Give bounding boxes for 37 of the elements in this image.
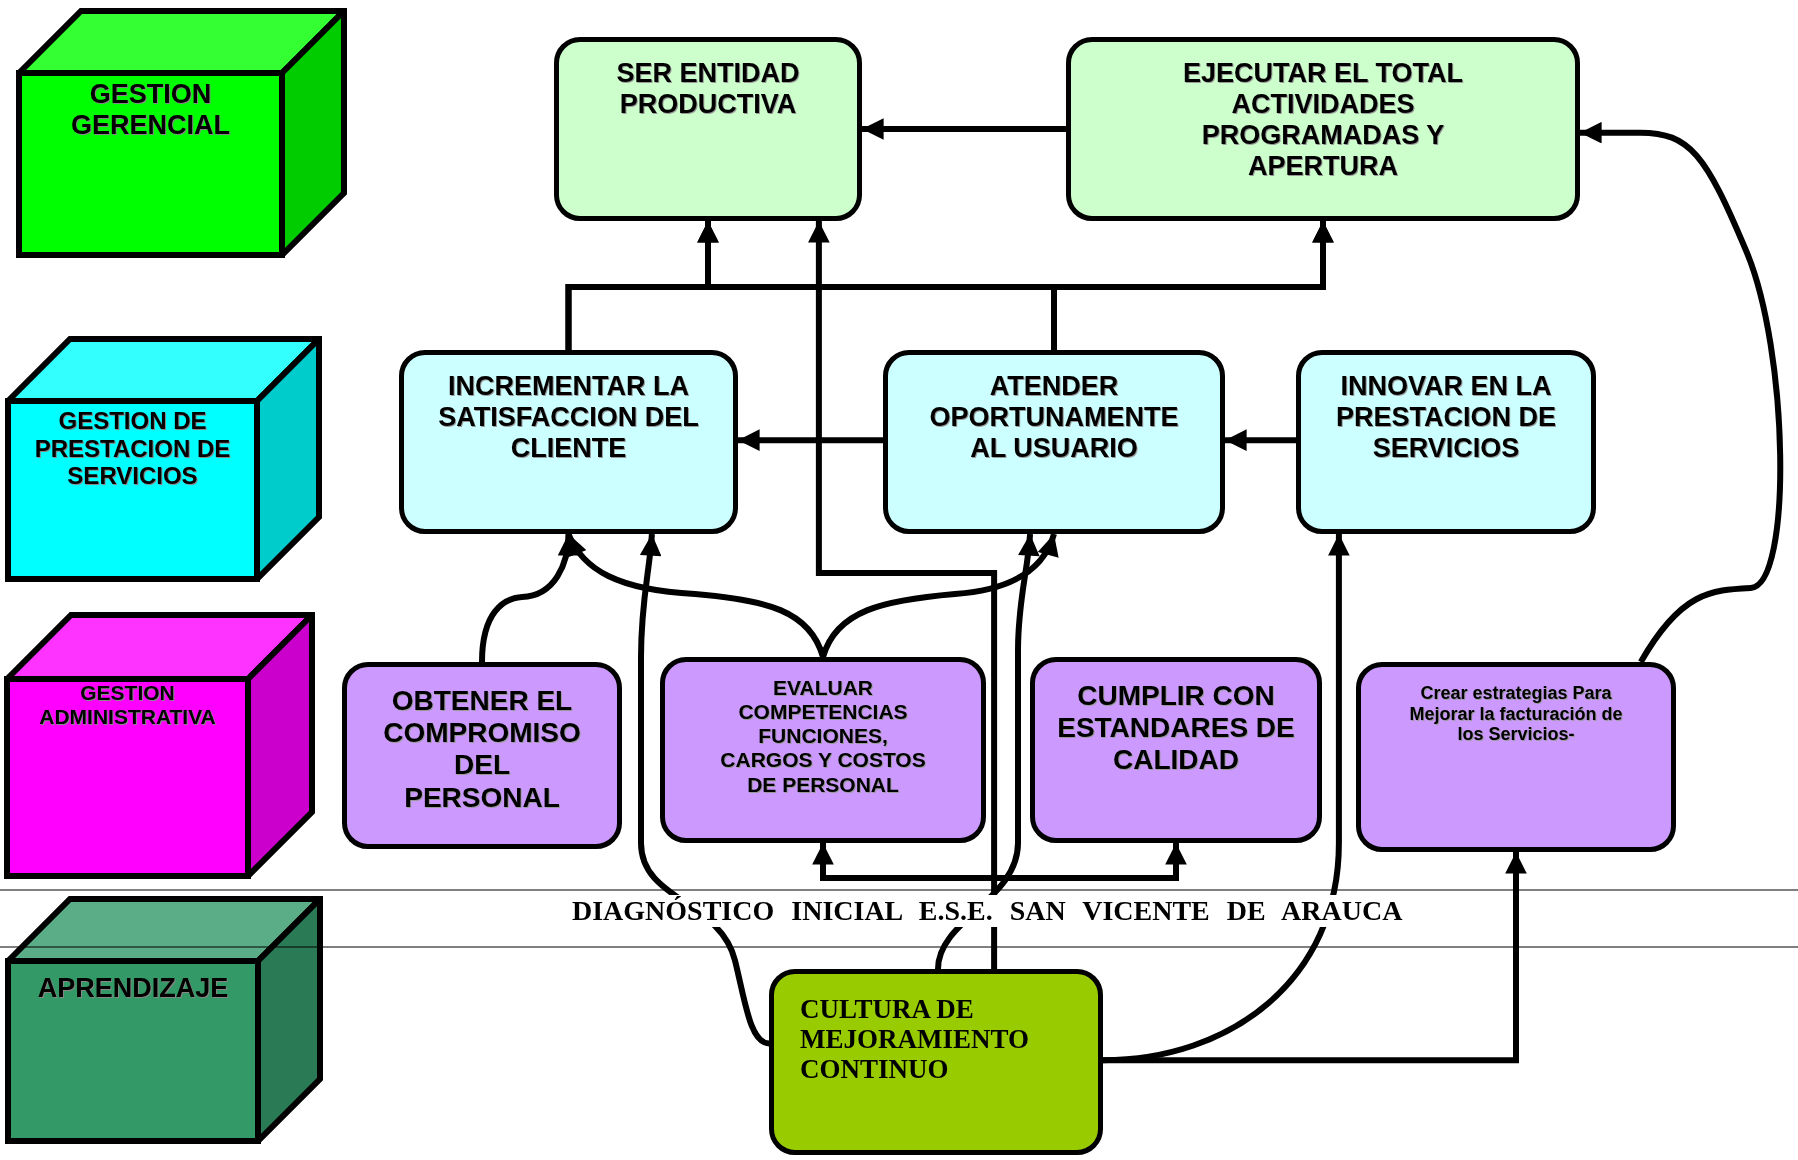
arrow	[565, 532, 826, 658]
arrow	[812, 843, 1187, 881]
node-text: INNOVAR EN LA PRESTACION DE SERVICIOS	[1335, 371, 1557, 465]
arrow	[820, 533, 1058, 659]
node-text: ATENDER OPORTUNAMENTE AL USUARIO	[928, 371, 1180, 465]
process-box	[399, 350, 738, 534]
process-box	[1030, 657, 1322, 843]
cube-label: GESTION GERENCIAL	[70, 79, 231, 142]
cube-label: GESTION DE PRESTACION DE SERVICIOS	[33, 407, 232, 490]
arrow	[1580, 121, 1784, 664]
page-header-text: DIAGNÓSTICO INICIAL E.S.E. SAN VICENTE DE ARAUCA	[572, 895, 1403, 927]
process-box	[769, 969, 1103, 1155]
process-box	[1296, 350, 1596, 534]
node-text: OBTENER EL COMPROMISO DEL PERSONAL	[382, 685, 582, 814]
node-text: SER ENTIDAD PRODUCTIVA	[615, 58, 801, 121]
node-text: CULTURA DE MEJORAMIENTO CONTINUO	[800, 994, 1030, 1085]
arrow	[808, 221, 998, 969]
process-box	[342, 662, 622, 849]
node-text: Crear estrategias Para Mejorar la facturación de los Servicios-	[1408, 683, 1624, 746]
process-box	[883, 350, 1225, 534]
process-box	[660, 657, 986, 843]
arrow	[738, 429, 883, 451]
arrow	[479, 533, 579, 663]
cube-label: APRENDIZAJE	[36, 973, 230, 1005]
node-text: EVALUAR COMPETENCIAS FUNCIONES, CARGOS Y COSTOS DE PERSONAL	[719, 676, 927, 797]
arrow	[862, 118, 1066, 140]
process-box	[1066, 37, 1580, 221]
process-box	[1356, 662, 1676, 852]
cube-label: GESTION ADMINISTRATIVA	[38, 681, 217, 730]
arrow	[935, 533, 1040, 970]
node-text: INCREMENTAR LA SATISFACCION DEL CLIENTE	[437, 371, 700, 465]
arrow	[1103, 852, 1527, 1064]
node-text: CUMPLIR CON ESTANDARES DE CALIDAD	[1056, 680, 1296, 777]
node-text: EJECUTAR EL TOTAL ACTIVIDADES PROGRAMADAS Y APERTURA	[1182, 58, 1464, 183]
process-box	[554, 37, 862, 221]
arrow	[638, 533, 770, 1047]
arrow	[1225, 429, 1296, 451]
